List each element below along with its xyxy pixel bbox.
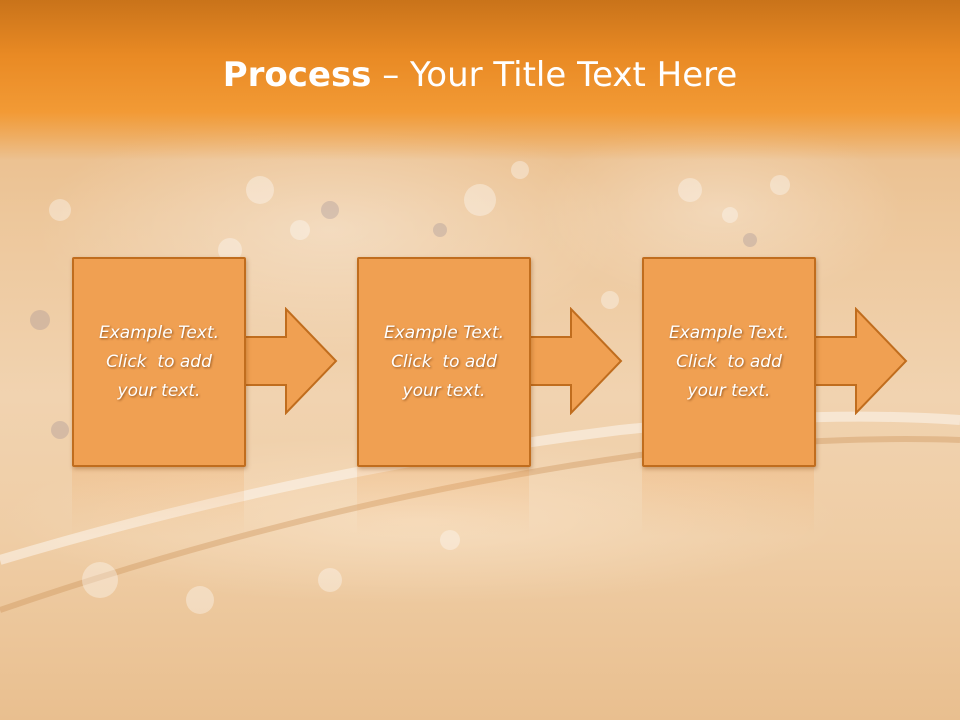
step-2-line-1: Example Text. (383, 322, 505, 343)
slide-title[interactable]: Process – Your Title Text Here (0, 55, 960, 95)
step-3-line-1: Example Text. (668, 322, 790, 343)
step-3-text: Example Text. Click to add your text. (654, 319, 804, 406)
title-rest-part: – Your Title Text Here (371, 55, 738, 95)
step-2-text: Example Text. Click to add your text. (369, 319, 519, 406)
step-3-line-2: Click to add (676, 351, 782, 372)
arrow-right-icon (244, 307, 338, 415)
arrow-right-icon (529, 307, 623, 415)
step-3-reflection (642, 467, 814, 537)
step-2-line-3: your text. (402, 380, 486, 401)
step-2-reflection (357, 467, 529, 537)
step-box-3[interactable]: Example Text. Click to add your text. (642, 257, 816, 467)
arrow-right-icon (814, 307, 908, 415)
title-bold-part: Process (222, 55, 372, 95)
step-1-text: Example Text. Click to add your text. (84, 319, 234, 406)
step-1-line-1: Example Text. (98, 322, 220, 343)
title-banner (0, 0, 960, 160)
step-1-reflection (72, 467, 244, 537)
step-1-line-2: Click to add (106, 351, 212, 372)
step-3-line-3: your text. (687, 380, 771, 401)
step-box-1[interactable]: Example Text. Click to add your text. (72, 257, 246, 467)
step-2-line-2: Click to add (391, 351, 497, 372)
step-1-line-3: your text. (117, 380, 201, 401)
step-box-2[interactable]: Example Text. Click to add your text. (357, 257, 531, 467)
